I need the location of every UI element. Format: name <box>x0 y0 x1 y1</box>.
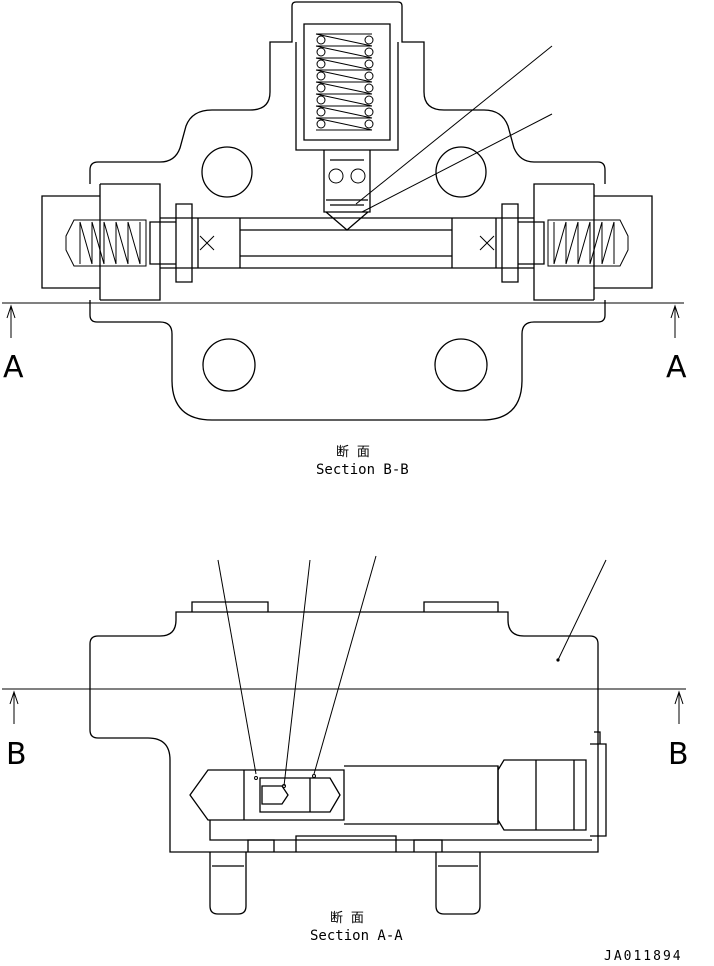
section-aa-caption: Section A-A <box>310 928 403 944</box>
bottom-stud-right <box>435 852 481 915</box>
left-plug-housing <box>41 183 161 301</box>
valve-body-outline-bb <box>89 1 606 421</box>
section-bb-drawing: A A <box>2 1 687 421</box>
section-bb-caption: Section B-B <box>316 462 409 478</box>
section-bb-jp-label: 断 面 <box>336 445 370 460</box>
leader-line-5 <box>313 555 377 775</box>
cut-label-a-right: A <box>666 350 687 385</box>
leader-line-6 <box>557 559 607 661</box>
cut-label-b-left: B <box>6 737 27 772</box>
top-boss-right <box>423 601 499 612</box>
bore-bottom-left <box>202 338 256 392</box>
section-aa-jp-label: 断 面 <box>330 911 364 926</box>
cut-label-a-left: A <box>3 350 24 385</box>
internal-bore <box>189 765 592 841</box>
right-plug-housing <box>533 183 653 301</box>
top-spring <box>315 33 374 131</box>
top-spring-chamber <box>295 23 399 151</box>
top-poppet <box>323 150 371 231</box>
bore-top-left <box>201 146 253 198</box>
cut-arrow-b-right <box>674 690 684 724</box>
left-spring <box>65 203 193 283</box>
right-spring <box>501 203 629 283</box>
right-plug-aa <box>497 731 607 837</box>
leader-line-3 <box>217 559 257 775</box>
leader-line-2 <box>361 113 553 213</box>
bore-top-right <box>435 146 487 198</box>
bottom-tabs <box>247 835 443 852</box>
horizontal-spool <box>160 217 534 269</box>
leader-line-4 <box>283 559 311 787</box>
cut-arrow-a-left <box>6 304 16 338</box>
cut-arrow-b-left <box>9 690 19 724</box>
drawing-id: JA011894 <box>604 949 683 964</box>
bottom-stud-left <box>209 852 247 915</box>
cut-label-b-right: B <box>668 737 689 772</box>
cut-arrow-a-right <box>670 304 680 338</box>
leader-line-1 <box>355 45 553 205</box>
top-boss-left <box>191 601 269 612</box>
check-poppet <box>243 770 341 820</box>
valve-body-outline-aa <box>89 611 599 853</box>
bore-bottom-right <box>434 338 488 392</box>
section-aa-drawing: B B <box>2 555 689 915</box>
